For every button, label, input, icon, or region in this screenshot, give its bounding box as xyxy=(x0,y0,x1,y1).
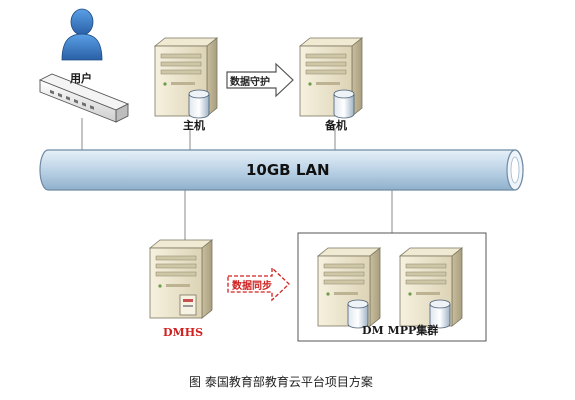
dmhs-server-icon xyxy=(149,239,213,319)
lan-label: 10GB LAN xyxy=(246,161,330,179)
user-icon xyxy=(61,8,103,61)
data-guard-label: 数据守护 xyxy=(230,77,270,88)
main-host-server-icon xyxy=(154,37,218,119)
cluster-server-1-icon xyxy=(317,247,381,329)
user-label: 用户 xyxy=(70,72,92,85)
switch-icon xyxy=(38,73,130,123)
lan-pipe xyxy=(39,149,524,191)
data-sync-label: 数据同步 xyxy=(232,281,272,292)
backup-host-server-icon xyxy=(299,37,363,119)
data-sync-arrow xyxy=(227,266,290,302)
dmhs-label: DMHS xyxy=(163,326,204,339)
mpp-cluster-label: DM MPP集群 xyxy=(362,324,439,337)
data-guard-arrow xyxy=(226,62,294,98)
main-host-label: 主机 xyxy=(183,119,205,132)
backup-host-label: 备机 xyxy=(325,119,347,132)
figure-caption: 图 泰国教育部教育云平台项目方案 xyxy=(189,375,373,389)
cluster-server-2-icon xyxy=(399,247,463,329)
